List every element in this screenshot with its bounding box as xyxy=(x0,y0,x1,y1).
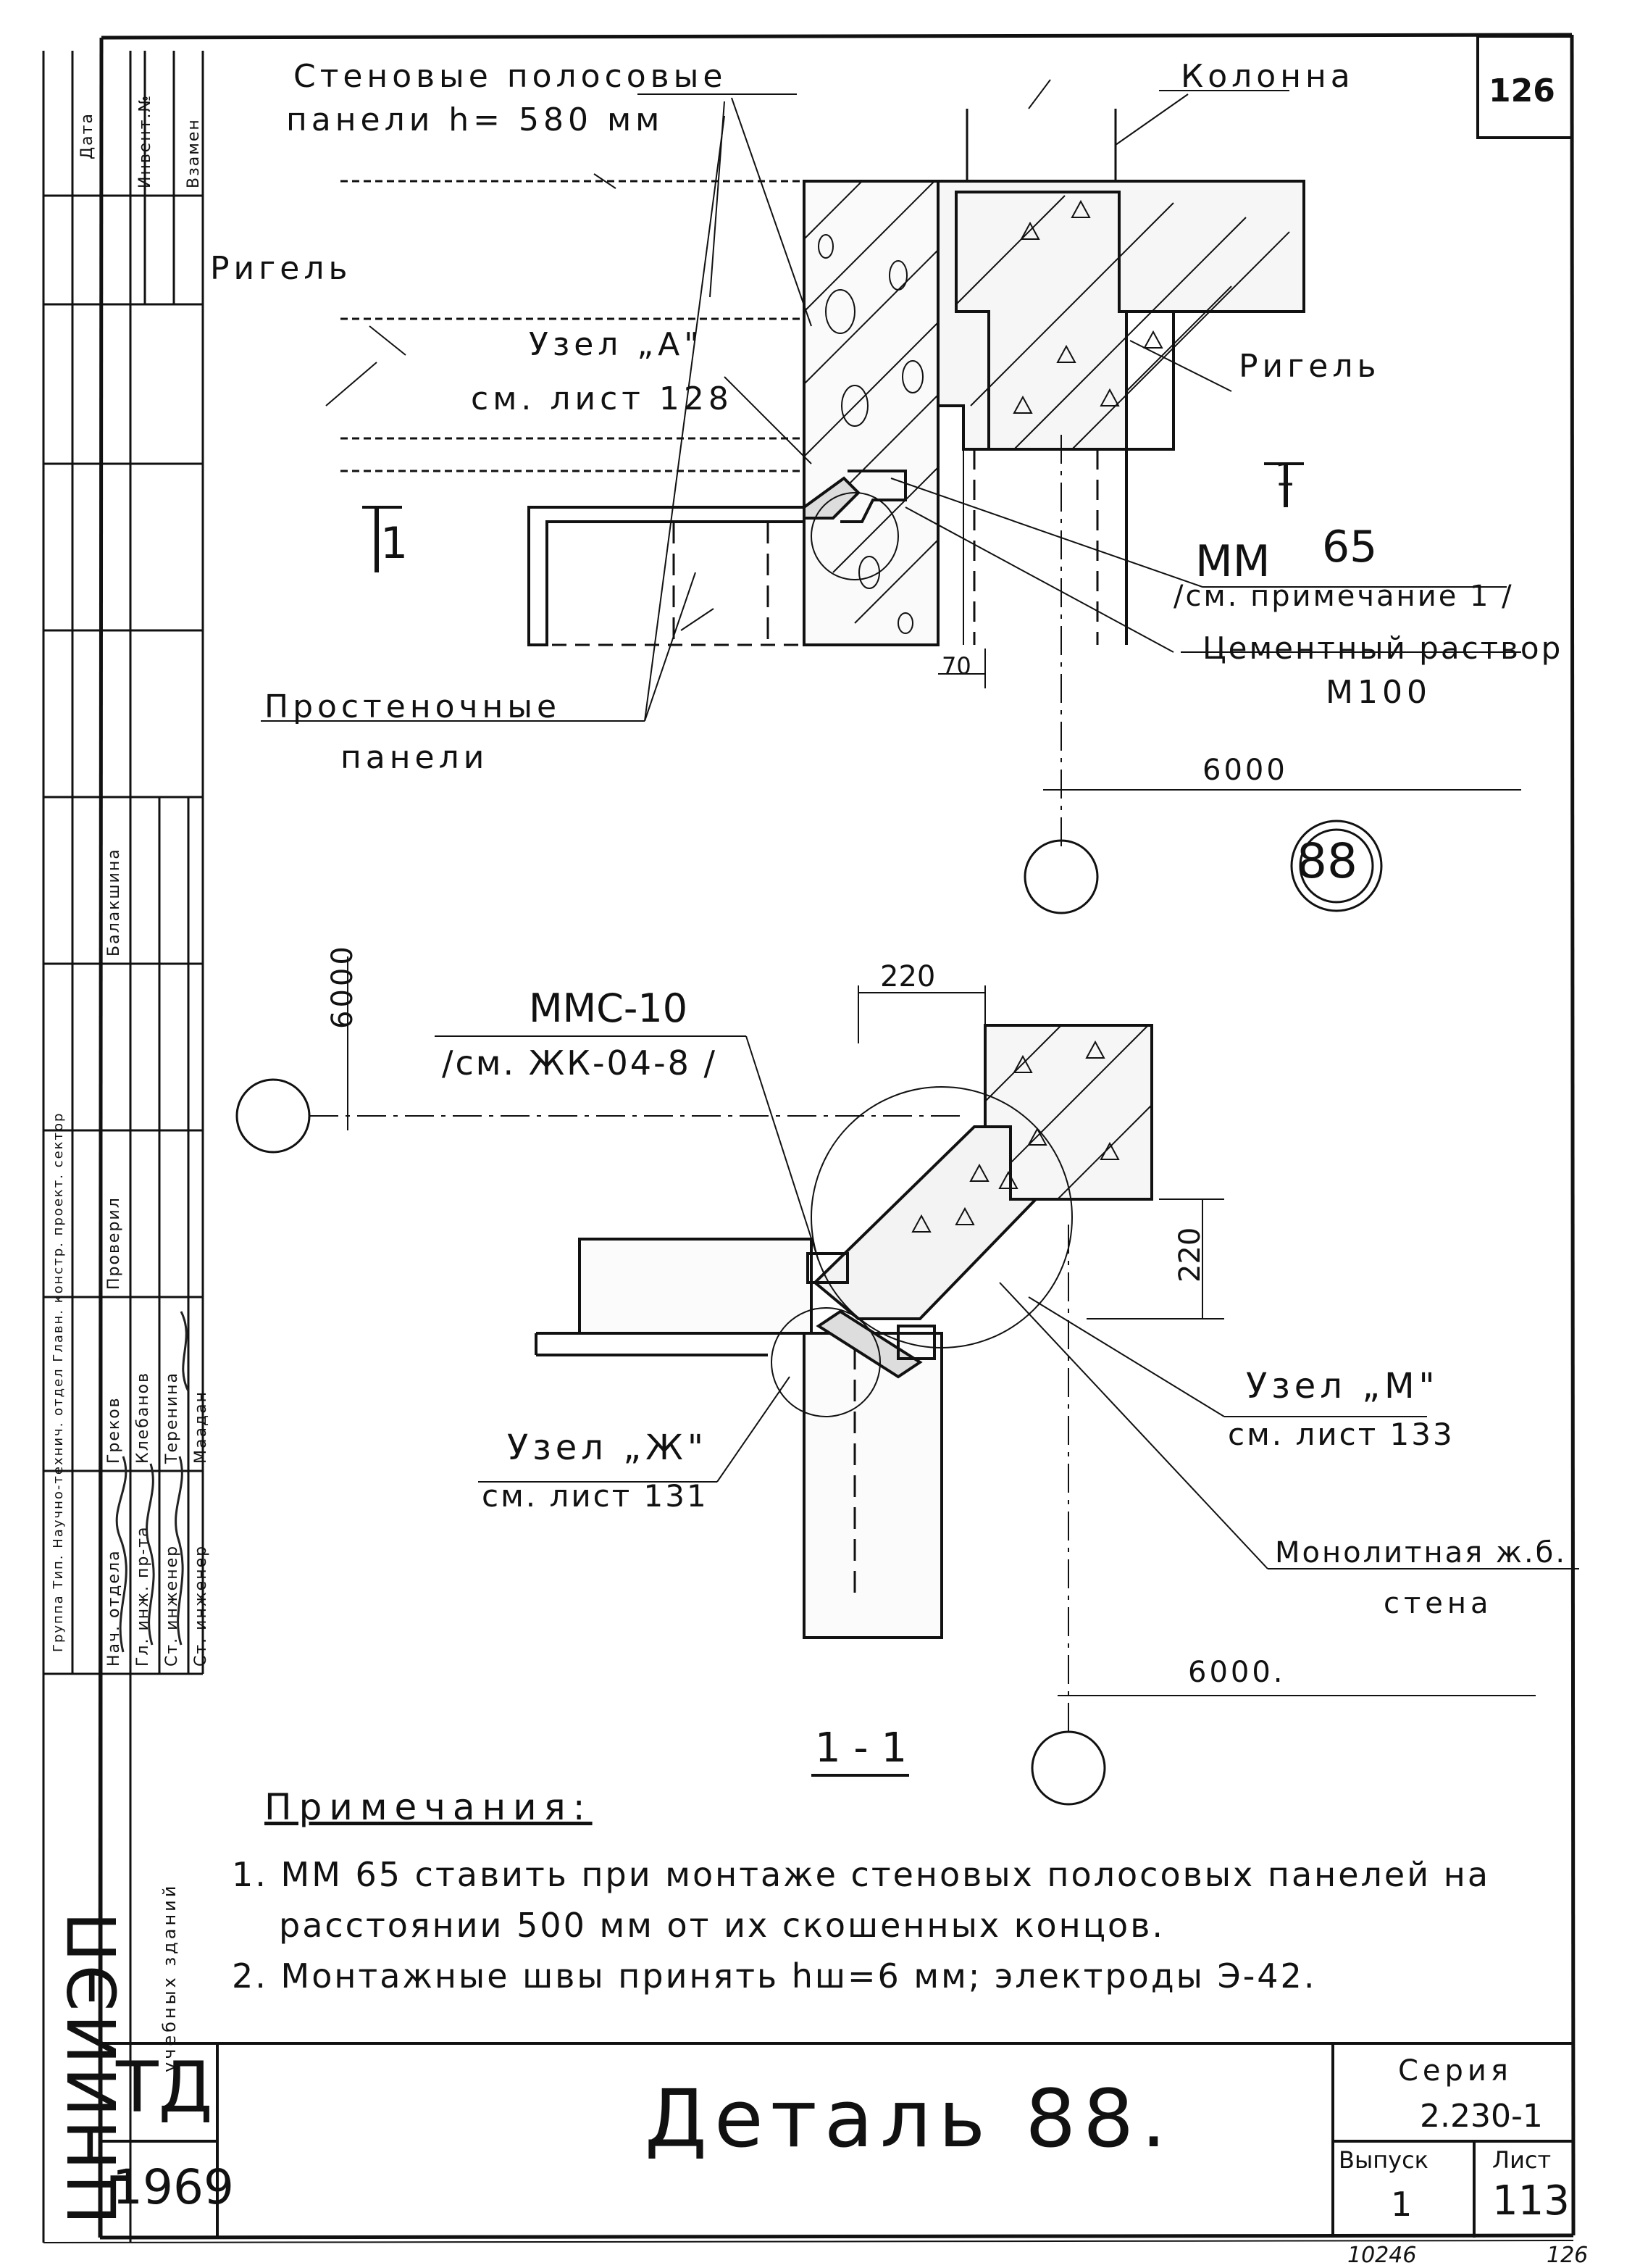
dimension-6000-top: 6000 xyxy=(1202,754,1288,787)
wall-label-1: Монолитная ж.б. xyxy=(1275,1536,1568,1569)
sheet-label: Лист xyxy=(1492,2146,1552,2174)
interwall-label-1: Простеночные xyxy=(264,688,561,725)
section-1-1-drawing xyxy=(235,956,1579,1806)
mm-number: 65 xyxy=(1322,522,1378,572)
drawing-title: Деталь 88. xyxy=(645,2072,1174,2165)
section-mark-left: 1 xyxy=(380,518,409,569)
stamp-top-row: Группа Тип. Научно-технич. отдел Главн. … xyxy=(51,1112,66,1652)
detail-circle-inner xyxy=(1299,828,1374,904)
rigel-left-label: Ригель xyxy=(210,250,352,287)
interwall-label-2: панели xyxy=(340,739,489,776)
axis-bubble-top xyxy=(1024,839,1099,914)
axis-bubble-bottom xyxy=(1031,1730,1106,1806)
stamp-check-label: Проверил xyxy=(105,1196,123,1290)
axis-bubble-left xyxy=(235,1078,311,1154)
stamp-replace: Взамен xyxy=(185,118,203,188)
node-zh-label-1: Узел „Ж" xyxy=(507,1427,708,1468)
floor-slab xyxy=(578,1238,813,1335)
series-value: 2.230-1 xyxy=(1420,2098,1543,2135)
mortar-joint xyxy=(803,476,861,520)
wall-panel-section xyxy=(803,180,940,646)
organization-sub: учебных зданий xyxy=(159,1883,180,2072)
note-1a: 1. ММ 65 ставить при монтаже стеновых по… xyxy=(232,1855,1491,1894)
vertical-wall-panel xyxy=(803,1332,943,1639)
issue-value: 1 xyxy=(1391,2185,1413,2224)
note-1b: расстоянии 500 мм от их скошенных концов… xyxy=(279,1906,1165,1945)
organization: ЦНИИЭП xyxy=(54,1909,132,2225)
panel-label-1: Стеновые полосовые xyxy=(293,58,727,95)
signatures xyxy=(115,1311,190,1653)
note-2: 2. Монтажные швы принять hш=6 мм; электр… xyxy=(232,1956,1317,1996)
year: 1969 xyxy=(112,2159,234,2215)
panel-label-2: панели h= 580 мм xyxy=(286,101,664,138)
section-mark-right: 1 xyxy=(1275,456,1295,493)
mmc-label-2: /см. ЖК-04-8 / xyxy=(442,1043,718,1083)
dimension-220-top: 220 xyxy=(880,960,936,993)
cement-label-1: Цементный раствор xyxy=(1202,630,1563,666)
panel-hatching xyxy=(803,180,939,624)
rigel-right-label: Ригель xyxy=(1239,348,1381,385)
stamp-check-name: Балакшина xyxy=(105,848,123,956)
bottom-code: 10246 xyxy=(1347,2243,1417,2268)
wall-label-2: стена xyxy=(1384,1587,1493,1620)
node-zh-label-2: см. лист 131 xyxy=(482,1478,708,1514)
column-hatching xyxy=(955,180,1304,450)
top-plan-drawing xyxy=(261,79,1521,914)
node-m-label-2: см. лист 133 xyxy=(1228,1417,1455,1452)
mm-label: ММ xyxy=(1195,536,1271,587)
node-zh-circle xyxy=(771,1307,881,1417)
detail-circle-outer xyxy=(1290,820,1383,912)
node-a-circle xyxy=(811,492,899,580)
title-block-grid xyxy=(101,2042,1573,2238)
column-square xyxy=(984,1024,1153,1201)
node-a-label-1: Узел „А" xyxy=(529,326,703,363)
series-label: Серия xyxy=(1398,2054,1513,2088)
stamp-date: Дата xyxy=(78,112,96,159)
column-outline xyxy=(955,191,1175,451)
mmc-label-1: ММС-10 xyxy=(529,985,688,1031)
joint-plate xyxy=(816,1309,923,1379)
td-mark: ТД xyxy=(116,2047,213,2128)
bottom-page: 126 xyxy=(1547,2243,1589,2268)
node-m-circle xyxy=(811,1086,1073,1348)
stamp-inventory: Инвент.№ xyxy=(136,93,154,188)
concrete-aggregate xyxy=(818,199,1163,634)
column-label: Колонна xyxy=(1181,58,1355,95)
issue-label: Выпуск xyxy=(1339,2146,1428,2174)
dimension-220-right: 220 xyxy=(1173,1227,1207,1283)
notes-heading: Примечания: xyxy=(264,1786,593,1828)
dimension-6000-vertical: 6000 xyxy=(326,943,359,1029)
dimension-70: 70 xyxy=(942,652,971,680)
cement-label-2: М100 xyxy=(1326,674,1431,711)
side-stamp-grid xyxy=(42,51,204,2243)
sheet-value: 113 xyxy=(1492,2177,1570,2225)
detail-number: 88 xyxy=(1297,833,1357,889)
section-title: 1 - 1 xyxy=(815,1725,908,1772)
dimension-6000-bottom: 6000. xyxy=(1188,1656,1286,1689)
node-a-label-2: см. лист 128 xyxy=(471,380,733,417)
node-m-label-1: Узел „М" xyxy=(1246,1366,1439,1406)
sheet-number-top: 126 xyxy=(1489,72,1555,109)
column-rigel-section xyxy=(937,180,1305,451)
mm-reference: /см. примечание 1 / xyxy=(1173,580,1514,613)
